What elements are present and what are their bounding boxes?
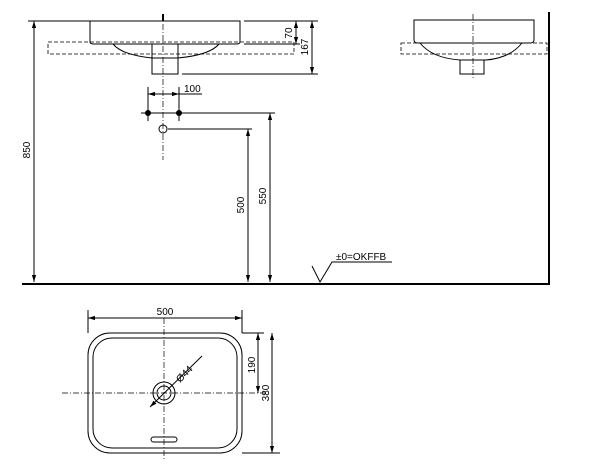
countertop-outline [47,41,295,55]
dim-width-label: 500 [157,307,174,318]
floor-reference: ±0=OKFFB [311,252,392,284]
dim-total-height-label: 167 [300,38,311,55]
dim-outlet-height-label: 500 [236,196,247,213]
dim-tap-spacing-label: 100 [184,84,201,95]
floor-reference-label: ±0=OKFFB [336,252,387,263]
dim-basin-heights: 70 167 [182,20,318,75]
side-basin-bowl [419,42,523,61]
waste-connection [158,124,168,134]
basin-rim [89,20,241,45]
dim-tap-hole-offset-label: 190 [247,356,258,373]
dim-overall-height: 850 [22,20,90,282]
supply-valves [141,105,275,121]
dim-tap-spacing: 100 [147,84,202,110]
dim-depth: 380 [242,333,280,454]
dim-depth-label: 380 [261,384,272,401]
side-view [400,14,548,80]
tap-hole-diameter-label: Ø44 [174,364,195,385]
tap-hole-inner [156,385,172,401]
dim-width: 500 [87,307,243,333]
dim-overall-height-label: 850 [22,141,33,158]
waste-outlet [151,44,179,75]
side-waste-outlet [459,60,485,75]
basin-bowl [112,43,220,59]
tap-hole-leader [149,355,203,408]
dim-supply-height-label: 550 [258,187,269,204]
dim-supply-height: 550 [258,113,273,282]
dim-basin-height-label: 70 [284,27,295,39]
dim-outlet-height: 500 [236,129,251,282]
front-view: 100 850 70 167 500 550 [22,12,550,285]
dim-tap-hole-offset: 190 [242,332,264,393]
side-basin-rim [413,19,535,44]
side-countertop-outline [400,42,548,55]
tap-hole-outer [152,381,176,405]
plan-view: Ø44 500 190 380 [62,307,280,460]
